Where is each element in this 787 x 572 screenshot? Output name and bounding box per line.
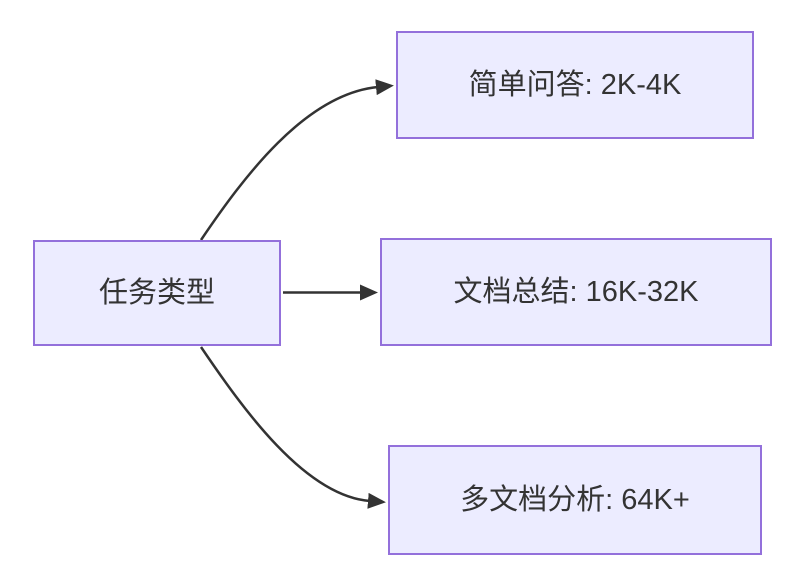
node-simple-qa-label: 简单问答: 2K-4K xyxy=(468,68,682,101)
edge-root-to-simple-qa xyxy=(199,79,394,241)
edge-root-to-multi-doc xyxy=(199,346,386,509)
node-simple-qa: 简单问答: 2K-4K xyxy=(396,31,754,139)
node-doc-summary: 文档总结: 16K-32K xyxy=(380,238,772,346)
node-task-type: 任务类型 xyxy=(33,240,281,346)
node-doc-summary-label: 文档总结: 16K-32K xyxy=(453,275,699,308)
node-task-type-label: 任务类型 xyxy=(98,276,215,309)
node-multi-doc: 多文档分析: 64K+ xyxy=(388,445,762,555)
node-multi-doc-label: 多文档分析: 64K+ xyxy=(460,483,690,516)
